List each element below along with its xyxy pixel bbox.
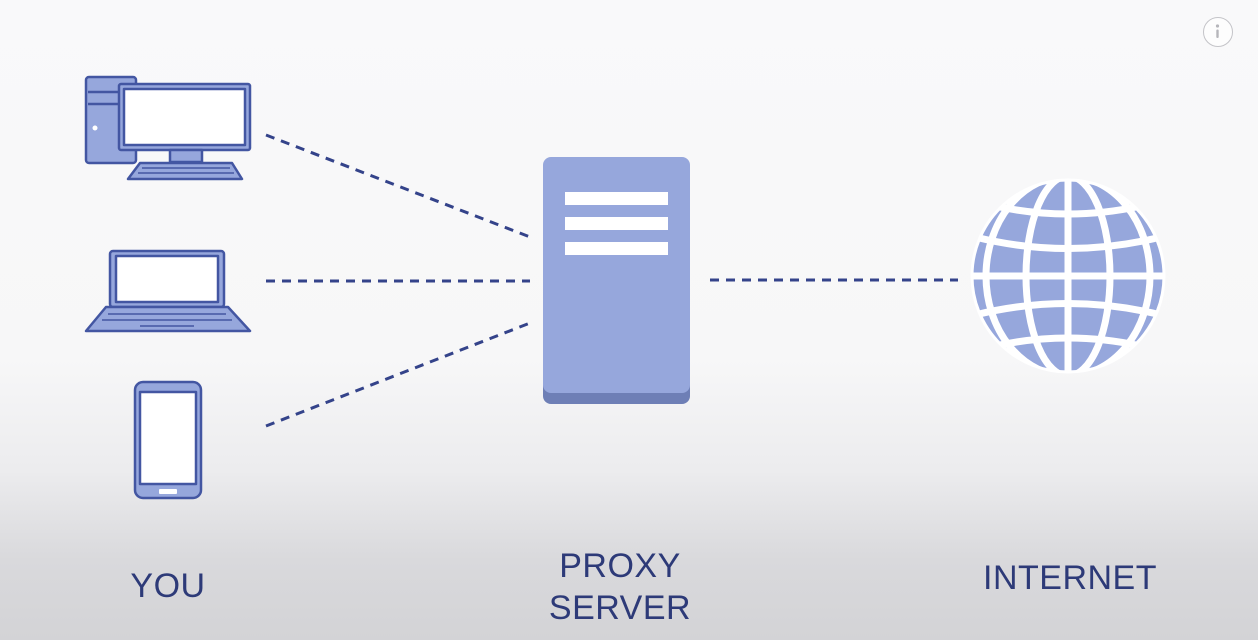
you-label: YOU — [88, 565, 248, 607]
proxy-label-line2: SERVER — [548, 589, 692, 627]
proxy-server-label: PROXY SERVER — [470, 545, 770, 629]
smartphone-icon — [133, 380, 203, 500]
globe-icon — [970, 178, 1166, 374]
proxy-label-line1: PROXY — [559, 547, 681, 585]
server-icon — [543, 157, 690, 404]
connectors — [265, 133, 958, 428]
internet-label-text: INTERNET — [983, 559, 1157, 597]
info-button[interactable] — [1203, 17, 1233, 47]
you-label-text: YOU — [130, 567, 206, 605]
internet-label: INTERNET — [930, 557, 1210, 599]
desktop-computer-icon — [84, 75, 252, 181]
laptop-icon — [84, 249, 252, 333]
info-icon — [1215, 24, 1220, 38]
connector-phone-proxy — [265, 321, 531, 428]
connector-desktop-proxy — [265, 133, 531, 239]
